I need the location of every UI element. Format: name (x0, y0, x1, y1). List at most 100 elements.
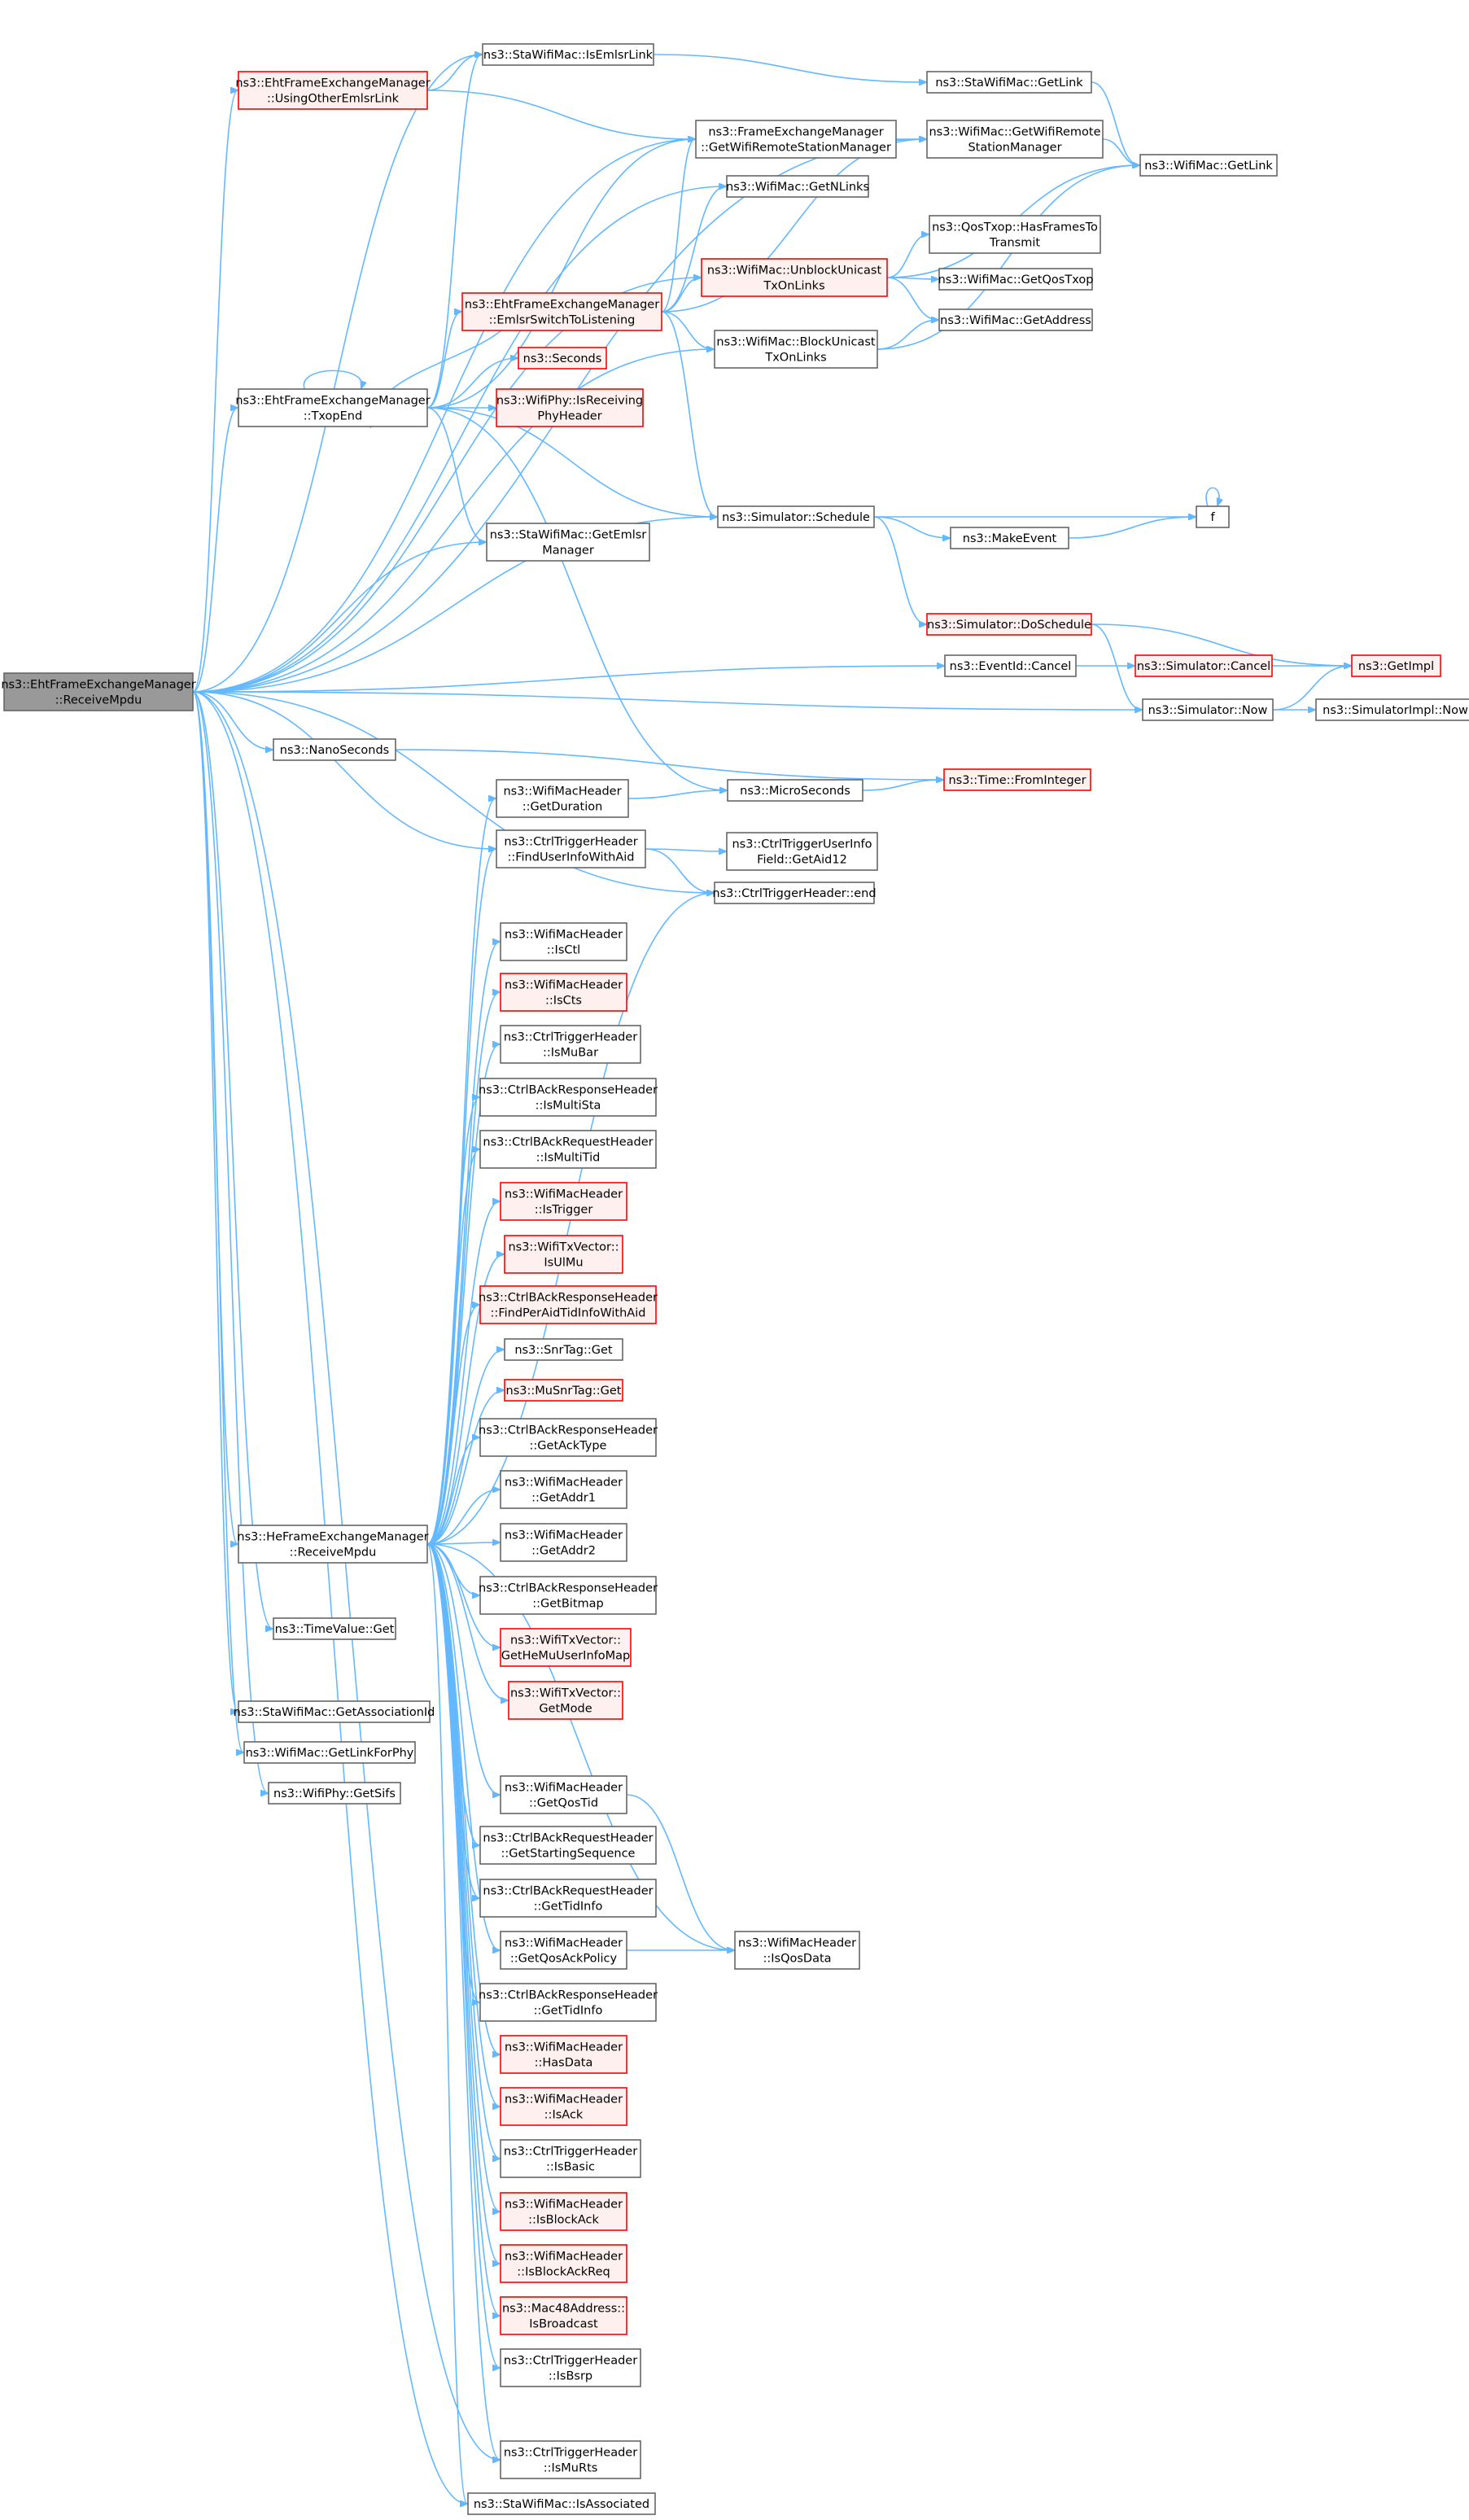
node-getSifs[interactable]: ns3::WifiPhy::GetSifs (268, 1782, 401, 1805)
node-isBasic[interactable]: ns3::CtrlTriggerHeader::IsBasic (500, 2139, 641, 2178)
node-seconds[interactable]: ns3::Seconds (518, 347, 607, 370)
node-hasData[interactable]: ns3::WifiMacHeader::HasData (500, 2035, 627, 2074)
node-getAssocId[interactable]: ns3::StaWifiMac::GetAssociationId (234, 1700, 435, 1723)
node-findUserInfo[interactable]: ns3::CtrlTriggerHeader::FindUserInfoWith… (496, 829, 646, 868)
node-label: ns3::CtrlBAckResponseHeader (479, 1582, 658, 1595)
node-box (479, 1078, 657, 1117)
node-box (500, 2192, 627, 2231)
edge-root-to-getNLinks (192, 186, 726, 693)
node-label: ns3::WifiMacHeader (505, 929, 623, 942)
node-snrGet[interactable]: ns3::SnrTag::Get (504, 1338, 623, 1361)
node-isTrigger[interactable]: ns3::WifiMacHeader::IsTrigger (500, 1182, 627, 1221)
node-box (496, 779, 629, 818)
node-isCtl[interactable]: ns3::WifiMacHeader::IsCtl (500, 922, 627, 961)
node-getImpl[interactable]: ns3::GetImpl (1351, 654, 1441, 677)
node-reqGetTidInfo[interactable]: ns3::CtrlBAckRequestHeader::GetTidInfo (479, 1879, 657, 1918)
edge-txopEnd-to-microSeconds (426, 407, 727, 790)
node-isMultiTid[interactable]: ns3::CtrlBAckRequestHeader::IsMultiTid (479, 1130, 657, 1169)
node-label: ns3::CtrlBAckRequestHeader (483, 1885, 653, 1898)
edge-heRecv-to-getQosAck (426, 1543, 500, 1950)
node-isUlMu[interactable]: ns3::WifiTxVector::IsUlMu (504, 1235, 623, 1274)
node-isBroadcast[interactable]: ns3::Mac48Address::IsBroadcast (500, 2296, 627, 2335)
node-getAddress[interactable]: ns3::WifiMac::GetAddress (938, 308, 1093, 331)
node-label: ::GetAckType (530, 1440, 607, 1453)
node-isAck[interactable]: ns3::WifiMacHeader::IsAck (500, 2087, 627, 2126)
node-implNow[interactable]: ns3::SimulatorImpl::Now (1315, 698, 1469, 721)
node-emlsrSwitch[interactable]: ns3::EhtFrameExchangeManager::EmlsrSwitc… (461, 292, 662, 331)
node-label: ::GetAddr2 (531, 1545, 596, 1558)
node-findPerAid[interactable]: ns3::CtrlBAckResponseHeader::FindPerAidT… (479, 1285, 658, 1324)
node-box (518, 347, 607, 370)
node-respGetTidInfo[interactable]: ns3::CtrlBAckResponseHeader::GetTidInfo (479, 1983, 658, 2022)
node-isMuBar[interactable]: ns3::CtrlTriggerHeader::IsMuBar (500, 1025, 641, 1064)
edge-emlsrSwitch-to-getRSM (661, 139, 695, 313)
node-eventCancel[interactable]: ns3::EventId::Cancel (944, 654, 1077, 677)
node-staGetLink[interactable]: ns3::StaWifiMac::GetLink (926, 71, 1092, 94)
node-root[interactable]: ns3::EhtFrameExchangeManager::ReceiveMpd… (1, 672, 196, 711)
node-label: ns3::WifiMac::BlockUnicast (716, 336, 876, 349)
edge-isEmlsrLink-to-staGetLink (653, 54, 926, 82)
node-getMode[interactable]: ns3::WifiTxVector::GetMode (508, 1681, 623, 1720)
node-getQosAck[interactable]: ns3::WifiMacHeader::GetQosAckPolicy (500, 1931, 627, 1970)
node-getQosTid[interactable]: ns3::WifiMacHeader::GetQosTid (500, 1775, 627, 1814)
node-timeValueGet[interactable]: ns3::TimeValue::Get (273, 1617, 396, 1640)
node-getHeMu[interactable]: ns3::WifiTxVector::GetHeMuUserInfoMap (500, 1628, 632, 1667)
node-box (479, 1418, 657, 1457)
node-schedule[interactable]: ns3::Simulator::Schedule (717, 505, 875, 528)
node-getAckType[interactable]: ns3::CtrlBAckResponseHeader::GetAckType (479, 1418, 658, 1457)
node-fromInteger[interactable]: ns3::Time::FromInteger (943, 768, 1091, 791)
node-getAddr1[interactable]: ns3::WifiMacHeader::GetAddr1 (500, 1470, 627, 1509)
node-label: StationManager (968, 142, 1061, 155)
node-getNLinks[interactable]: ns3::WifiMac::GetNLinks (726, 175, 869, 198)
edge-txopEnd-to-getRSM (426, 139, 695, 409)
node-label: ns3::CtrlBAckResponseHeader (479, 1424, 658, 1437)
node-heRecv[interactable]: ns3::HeFrameExchangeManager::ReceiveMpdu (237, 1525, 429, 1564)
node-getLinkForPhy[interactable]: ns3::WifiMac::GetLinkForPhy (243, 1741, 416, 1764)
node-isMuRts[interactable]: ns3::CtrlTriggerHeader::IsMuRts (500, 2440, 641, 2479)
node-isMultiSta[interactable]: ns3::CtrlBAckResponseHeader::IsMultiSta (479, 1078, 658, 1117)
node-microSeconds[interactable]: ns3::MicroSeconds (727, 779, 863, 802)
node-makeEvent[interactable]: ns3::MakeEvent (950, 527, 1069, 549)
node-isAssociated[interactable]: ns3::StaWifiMac::IsAssociated (467, 2492, 656, 2515)
node-macGetLink[interactable]: ns3::WifiMac::GetLink (1139, 154, 1278, 177)
node-getQosTxop[interactable]: ns3::WifiMac::GetQosTxop (938, 268, 1094, 291)
node-f[interactable]: f (1196, 505, 1230, 528)
node-isBlockAckReq[interactable]: ns3::WifiMacHeader::IsBlockAckReq (500, 2244, 627, 2283)
node-label: GetMode (539, 1703, 592, 1716)
node-label: ns3::CtrlBAckResponseHeader (479, 1084, 658, 1097)
node-isEmlsrLink[interactable]: ns3::StaWifiMac::IsEmlsrLink (482, 43, 654, 66)
node-muSnrGet[interactable]: ns3::MuSnrTag::Get (504, 1379, 623, 1402)
node-label: ns3::QosTxop::HasFramesTo (932, 221, 1098, 234)
node-isBsrp[interactable]: ns3::CtrlTriggerHeader::IsBsrp (500, 2348, 641, 2387)
node-isQosData[interactable]: ns3::WifiMacHeader::IsQosData (734, 1931, 860, 1970)
node-getStartSeq[interactable]: ns3::CtrlBAckRequestHeader::GetStartingS… (479, 1826, 657, 1865)
node-box (726, 832, 878, 871)
node-getRSM[interactable]: ns3::FrameExchangeManager::GetWifiRemote… (695, 120, 897, 159)
node-nanoSeconds[interactable]: ns3::NanoSeconds (273, 738, 396, 761)
node-label: ns3::WifiMac::GetAddress (940, 314, 1091, 327)
node-isBlockAck[interactable]: ns3::WifiMacHeader::IsBlockAck (500, 2192, 627, 2231)
edge-root-to-trigEnd (192, 691, 714, 893)
node-label: ns3::GetImpl (1358, 660, 1434, 673)
node-usingOther[interactable]: ns3::EhtFrameExchangeManager::UsingOther… (235, 71, 431, 110)
node-label: ::FindUserInfoWithAid (507, 851, 634, 864)
node-doSchedule[interactable]: ns3::Simulator::DoSchedule (926, 613, 1092, 636)
node-txopEnd[interactable]: ns3::EhtFrameExchangeManager::TxopEnd (235, 388, 431, 427)
node-box (479, 1879, 657, 1918)
node-simNow[interactable]: ns3::Simulator::Now (1142, 698, 1274, 721)
node-getBitmap[interactable]: ns3::CtrlBAckResponseHeader::GetBitmap (479, 1576, 658, 1615)
node-label: ns3::CtrlTriggerHeader (504, 1031, 637, 1044)
node-box (482, 43, 654, 66)
node-isCts[interactable]: ns3::WifiMacHeader::IsCts (500, 973, 627, 1012)
node-trigEnd[interactable]: ns3::CtrlTriggerHeader::end (712, 882, 877, 904)
node-getAddr2[interactable]: ns3::WifiMacHeader::GetAddr2 (500, 1523, 627, 1562)
node-getDuration[interactable]: ns3::WifiMacHeader::GetDuration (496, 779, 629, 818)
node-simCancel[interactable]: ns3::Simulator::Cancel (1135, 654, 1273, 677)
node-macGetRSM[interactable]: ns3::WifiMac::GetWifiRemoteStationManage… (926, 120, 1104, 159)
